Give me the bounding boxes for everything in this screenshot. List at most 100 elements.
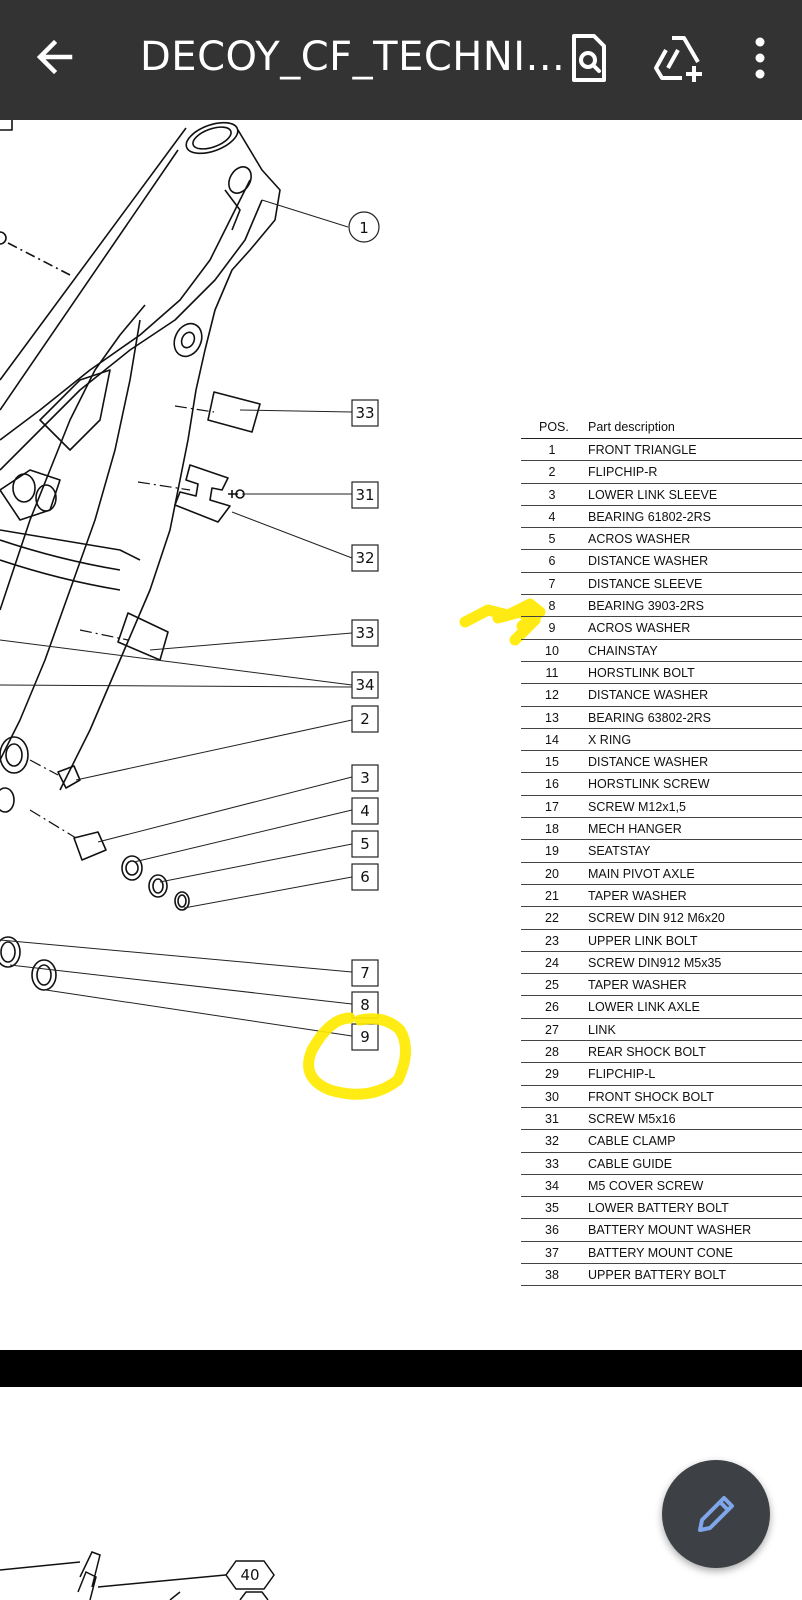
svg-text:33: 33 — [355, 624, 374, 642]
part-position: 20 — [545, 866, 559, 881]
part-position: 8 — [548, 599, 556, 614]
exploded-frame-drawing: 1 33 31 32 33 34 2 3 — [0, 120, 546, 1100]
part-position: 9 — [548, 621, 556, 636]
page-separator — [0, 1350, 802, 1387]
table-row: 2 FLIPCHIP-R — [521, 461, 802, 484]
part-description: SCREW DIN 912 M6x20 — [588, 911, 725, 926]
part-position: 23 — [545, 933, 559, 948]
part-description: MECH HANGER — [588, 822, 682, 837]
part-position: 25 — [545, 978, 559, 993]
part-position: 26 — [545, 1000, 559, 1015]
document-title: DECOY_CF_TECHNI... — [140, 34, 566, 80]
part-position: 11 — [545, 665, 559, 680]
callout-1: 1 — [359, 219, 369, 237]
part-description: FRONT TRIANGLE — [588, 443, 697, 457]
svg-text:8: 8 — [360, 996, 370, 1014]
svg-text:32: 32 — [355, 549, 374, 567]
part-description: BEARING 3903-2RS — [588, 599, 705, 614]
part-description: REAR SHOCK BOLT — [588, 1045, 706, 1060]
part-description: FRONT SHOCK BOLT — [588, 1089, 714, 1104]
table-row: 8 BEARING 3903-2RS — [521, 595, 802, 618]
add-to-drive-icon[interactable] — [652, 30, 708, 86]
part-description: TAPER WASHER — [588, 978, 687, 993]
svg-text:34: 34 — [355, 676, 374, 694]
table-row: 33 CABLE GUIDE — [521, 1153, 802, 1175]
part-position: 2 — [548, 465, 556, 480]
table-row: 38 UPPER BATTERY BOLT — [521, 1264, 802, 1287]
part-description: FLIPCHIP-L — [588, 1067, 656, 1082]
part-position: 34 — [545, 1178, 559, 1193]
table-row: 19 SEATSTAY — [521, 840, 802, 863]
part-position: 33 — [545, 1156, 559, 1171]
part-description: LOWER LINK AXLE — [588, 1000, 700, 1015]
svg-text:6: 6 — [360, 868, 370, 886]
part-description: MAIN PIVOT AXLE — [588, 866, 695, 881]
part-description: BEARING 63802-2RS — [588, 710, 711, 725]
part-description: ACROS WASHER — [588, 532, 691, 547]
part-position: 10 — [545, 643, 559, 658]
part-position: 24 — [545, 955, 559, 970]
part-description: FLIPCHIP-R — [588, 465, 658, 480]
svg-text:31: 31 — [355, 486, 374, 504]
part-description: LOWER BATTERY BOLT — [588, 1201, 729, 1216]
svg-text:4: 4 — [360, 802, 370, 820]
more-vert-icon[interactable] — [732, 30, 788, 86]
part-description: X RING — [588, 732, 632, 747]
part-description: LOWER LINK SLEEVE — [588, 487, 718, 502]
svg-text:2: 2 — [360, 710, 370, 728]
part-description: SCREW M5x16 — [588, 1111, 676, 1126]
edit-fab-button[interactable] — [662, 1460, 770, 1568]
part-position: 29 — [545, 1067, 559, 1082]
table-row: 29 FLIPCHIP-L — [521, 1063, 802, 1086]
table-row: 26 LOWER LINK AXLE — [521, 996, 802, 1019]
part-description: SEATSTAY — [588, 844, 651, 859]
highlight-annotation — [303, 598, 546, 1100]
part-description: DISTANCE WASHER — [588, 755, 709, 770]
part-position: 38 — [545, 1267, 559, 1282]
part-description: HORSTLINK SCREW — [588, 777, 710, 792]
part-position: 13 — [545, 710, 559, 725]
arrow-left-icon[interactable] — [30, 32, 80, 82]
svg-text:33: 33 — [355, 404, 374, 422]
part-description: UPPER BATTERY BOLT — [588, 1267, 727, 1282]
table-row: 9 ACROS WASHER — [521, 617, 802, 640]
pdf-page[interactable]: 1 33 31 32 33 34 2 3 — [0, 120, 802, 1350]
part-description: BATTERY MOUNT CONE — [588, 1245, 733, 1260]
part-description: CABLE GUIDE — [588, 1156, 673, 1171]
part-description: DISTANCE WASHER — [588, 554, 709, 569]
svg-text:7: 7 — [360, 964, 370, 982]
part-position: 17 — [545, 799, 559, 814]
part-position: 7 — [548, 576, 556, 591]
search-document-icon[interactable] — [560, 30, 616, 86]
pencil-edit-icon — [698, 1496, 734, 1532]
part-position: 12 — [545, 688, 559, 703]
part-position: 19 — [545, 844, 559, 859]
part-description: DISTANCE SLEEVE — [588, 576, 703, 591]
part-position: 4 — [548, 509, 556, 524]
next-page-drawing: 40 — [0, 1551, 275, 1600]
part-description: ACROS WASHER — [588, 621, 691, 636]
part-position: 14 — [545, 732, 559, 747]
